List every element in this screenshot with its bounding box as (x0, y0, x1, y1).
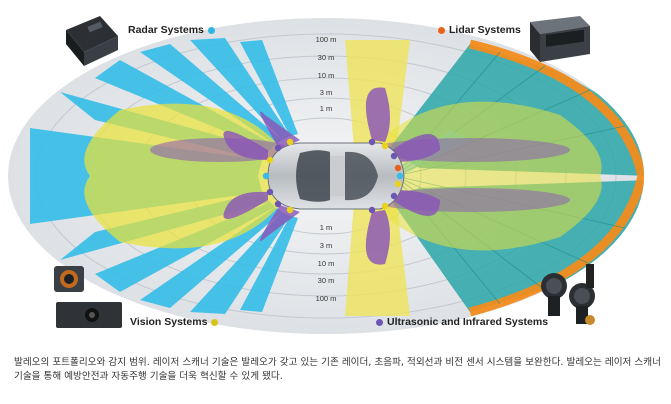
distance-label-top: 10 m (318, 71, 335, 80)
legend-vision: Vision Systems (130, 316, 219, 328)
distance-label-bottom: 3 m (320, 241, 333, 250)
car-top-view (267, 142, 405, 210)
legend-radar-dot (207, 26, 215, 34)
legend-ultrasonic-dot (376, 318, 383, 326)
distance-label-top: 100 m (316, 35, 337, 44)
sensor-nodes (262, 138, 404, 214)
radar-sensor-icon (66, 16, 118, 66)
legend-ultrasonic: Ultrasonic and Infrared Systems (376, 316, 548, 328)
lidar-sensor-icon (530, 16, 590, 62)
ultrasonic-sensor-icon (541, 264, 595, 325)
legend-vision-label: Vision Systems (130, 316, 208, 328)
ultrasonic-coverage (223, 87, 440, 265)
legend-radar: Radar Systems (128, 24, 215, 36)
legend-ultrasonic-label: Ultrasonic and Infrared Systems (387, 316, 549, 328)
distance-label-bottom: 1 m (320, 223, 333, 232)
legend-lidar: Lidar Systems (438, 24, 521, 36)
sensor-coverage-diagram: 100 m 30 m 10 m 3 m 1 m 1 m 3 m 10 m 30 … (8, 18, 644, 334)
caption-text: 발레오의 포트폴리오와 감지 범위. 레이저 스캐너 기술은 발레오가 갖고 있… (14, 357, 661, 382)
distance-label-bottom: 100 m (316, 294, 337, 303)
distance-label-top: 3 m (320, 88, 333, 97)
legend-vision-dot (211, 318, 219, 326)
distance-label-top: 30 m (318, 53, 335, 62)
distance-label-bottom: 10 m (318, 259, 335, 268)
legend-radar-label: Radar Systems (128, 24, 204, 36)
distance-label-bottom: 30 m (318, 276, 335, 285)
distance-label-top: 1 m (320, 104, 333, 113)
legend-lidar-dot (438, 26, 445, 34)
legend-lidar-label: Lidar Systems (449, 24, 521, 36)
vision-camera-icon (54, 266, 122, 328)
